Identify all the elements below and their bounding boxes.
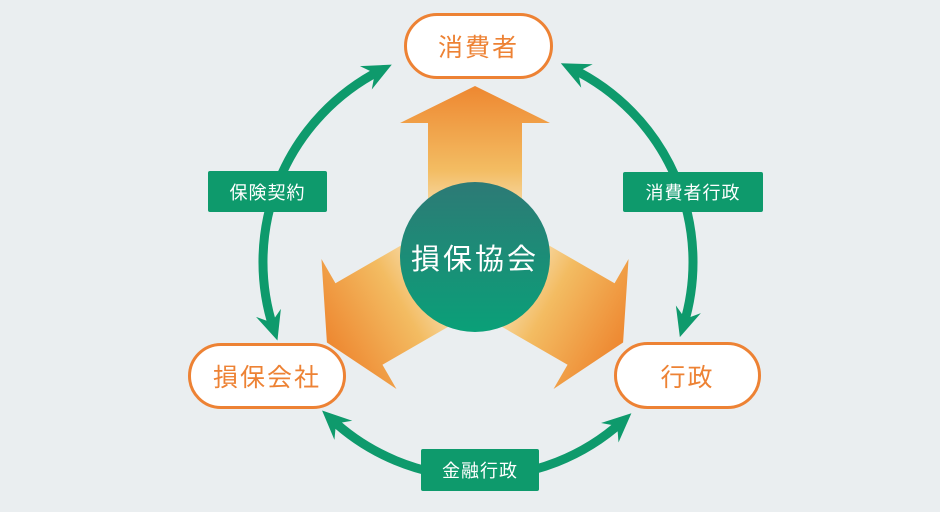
edge-label-financial-administration: 金融行政 <box>421 449 539 491</box>
node-insurance-companies-label: 損保会社 <box>212 363 321 392</box>
node-government: 行政 <box>614 342 761 409</box>
edge-label-insurance-contract-text: 保険契約 <box>229 182 306 204</box>
edge-label-consumer-administration-text: 消費者行政 <box>645 183 741 204</box>
node-consumer: 消費者 <box>404 13 553 79</box>
node-government-label: 行政 <box>660 362 715 392</box>
node-insurance-companies: 損保会社 <box>188 343 346 409</box>
node-consumer-label: 消費者 <box>437 33 519 62</box>
center-circle <box>400 182 550 332</box>
edge-label-financial-administration-text: 金融行政 <box>442 461 518 482</box>
center-association-label: 損保協会 <box>410 242 539 276</box>
edge-label-consumer-administration: 消費者行政 <box>623 172 763 212</box>
edge-label-insurance-contract: 保険契約 <box>208 171 327 212</box>
